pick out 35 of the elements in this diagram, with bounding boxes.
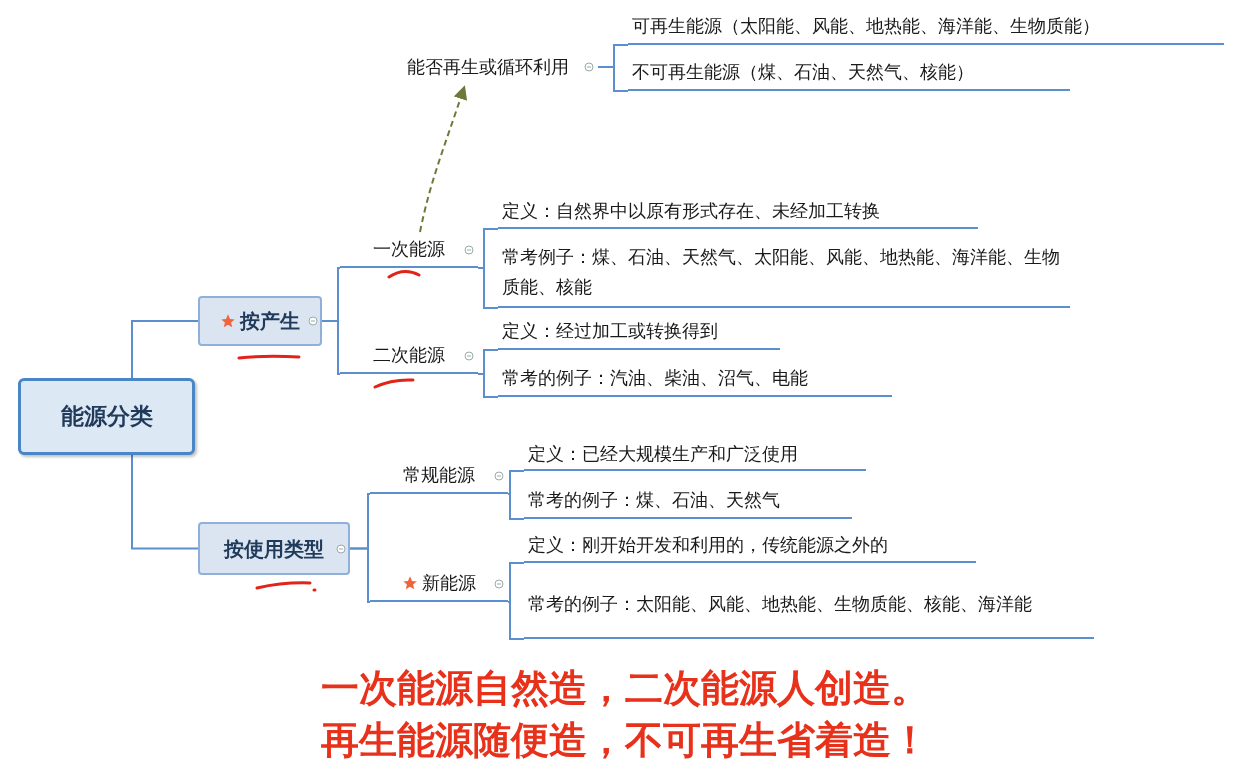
- node-text: 按产生: [240, 308, 300, 335]
- node-text: 二次能源: [373, 343, 445, 367]
- node-text: 常考例子：煤、石油、天然气、太阳能、风能、地热能、海洋能、生物质能、核能: [502, 245, 1061, 299]
- dashed-arrow: [419, 85, 468, 233]
- connector-line: [477, 267, 499, 309]
- node-text: 定义：刚开始开发和利用的，传统能源之外的: [528, 532, 888, 557]
- node-text: 能源分类: [60, 402, 153, 432]
- connector-line: [507, 493, 525, 520]
- category-box: [198, 296, 322, 346]
- connector-line: [597, 66, 629, 92]
- connector-line: [507, 470, 525, 495]
- node-text: 常规能源: [403, 463, 475, 487]
- node-text: 按使用类型: [224, 535, 324, 563]
- node-text: 能否再生或循环利用: [407, 55, 569, 79]
- connector-line: [321, 320, 341, 375]
- node-text: 可再生能源（太阳能、风能、地热能、海洋能、生物质能）: [632, 13, 1100, 38]
- connector-line: [507, 601, 525, 640]
- root-box: [18, 378, 195, 455]
- node-text: 定义：自然界中以原有形式存在、未经加工转换: [502, 199, 880, 223]
- node-text: 常考的例子：太阳能、风能、地热能、生物质能、核能、海洋能: [528, 591, 1032, 616]
- slogan-text: 再生能源随便造，不可再生省着造！: [321, 717, 929, 764]
- connector-line: [131, 320, 199, 379]
- connector-line: [131, 454, 199, 550]
- node-text: 不可再生能源（煤、石油、天然气、核能）: [632, 59, 974, 84]
- node-text: 定义：已经大规模生产和广泛使用: [528, 441, 798, 466]
- connector-line: [349, 547, 371, 603]
- connector-line: [477, 373, 499, 398]
- node-text: 常考的例子：煤、石油、天然气: [528, 487, 780, 512]
- node-text: 新能源: [422, 571, 476, 595]
- connector-line: [507, 562, 525, 603]
- slogan-text: 一次能源自然造，二次能源人创造。: [321, 665, 929, 712]
- category-box: [198, 522, 350, 575]
- node-text: 常考的例子：汽油、柴油、沼气、电能: [502, 365, 808, 390]
- node-text: 一次能源: [373, 237, 445, 261]
- node-text: 定义：经过加工或转换得到: [502, 319, 718, 343]
